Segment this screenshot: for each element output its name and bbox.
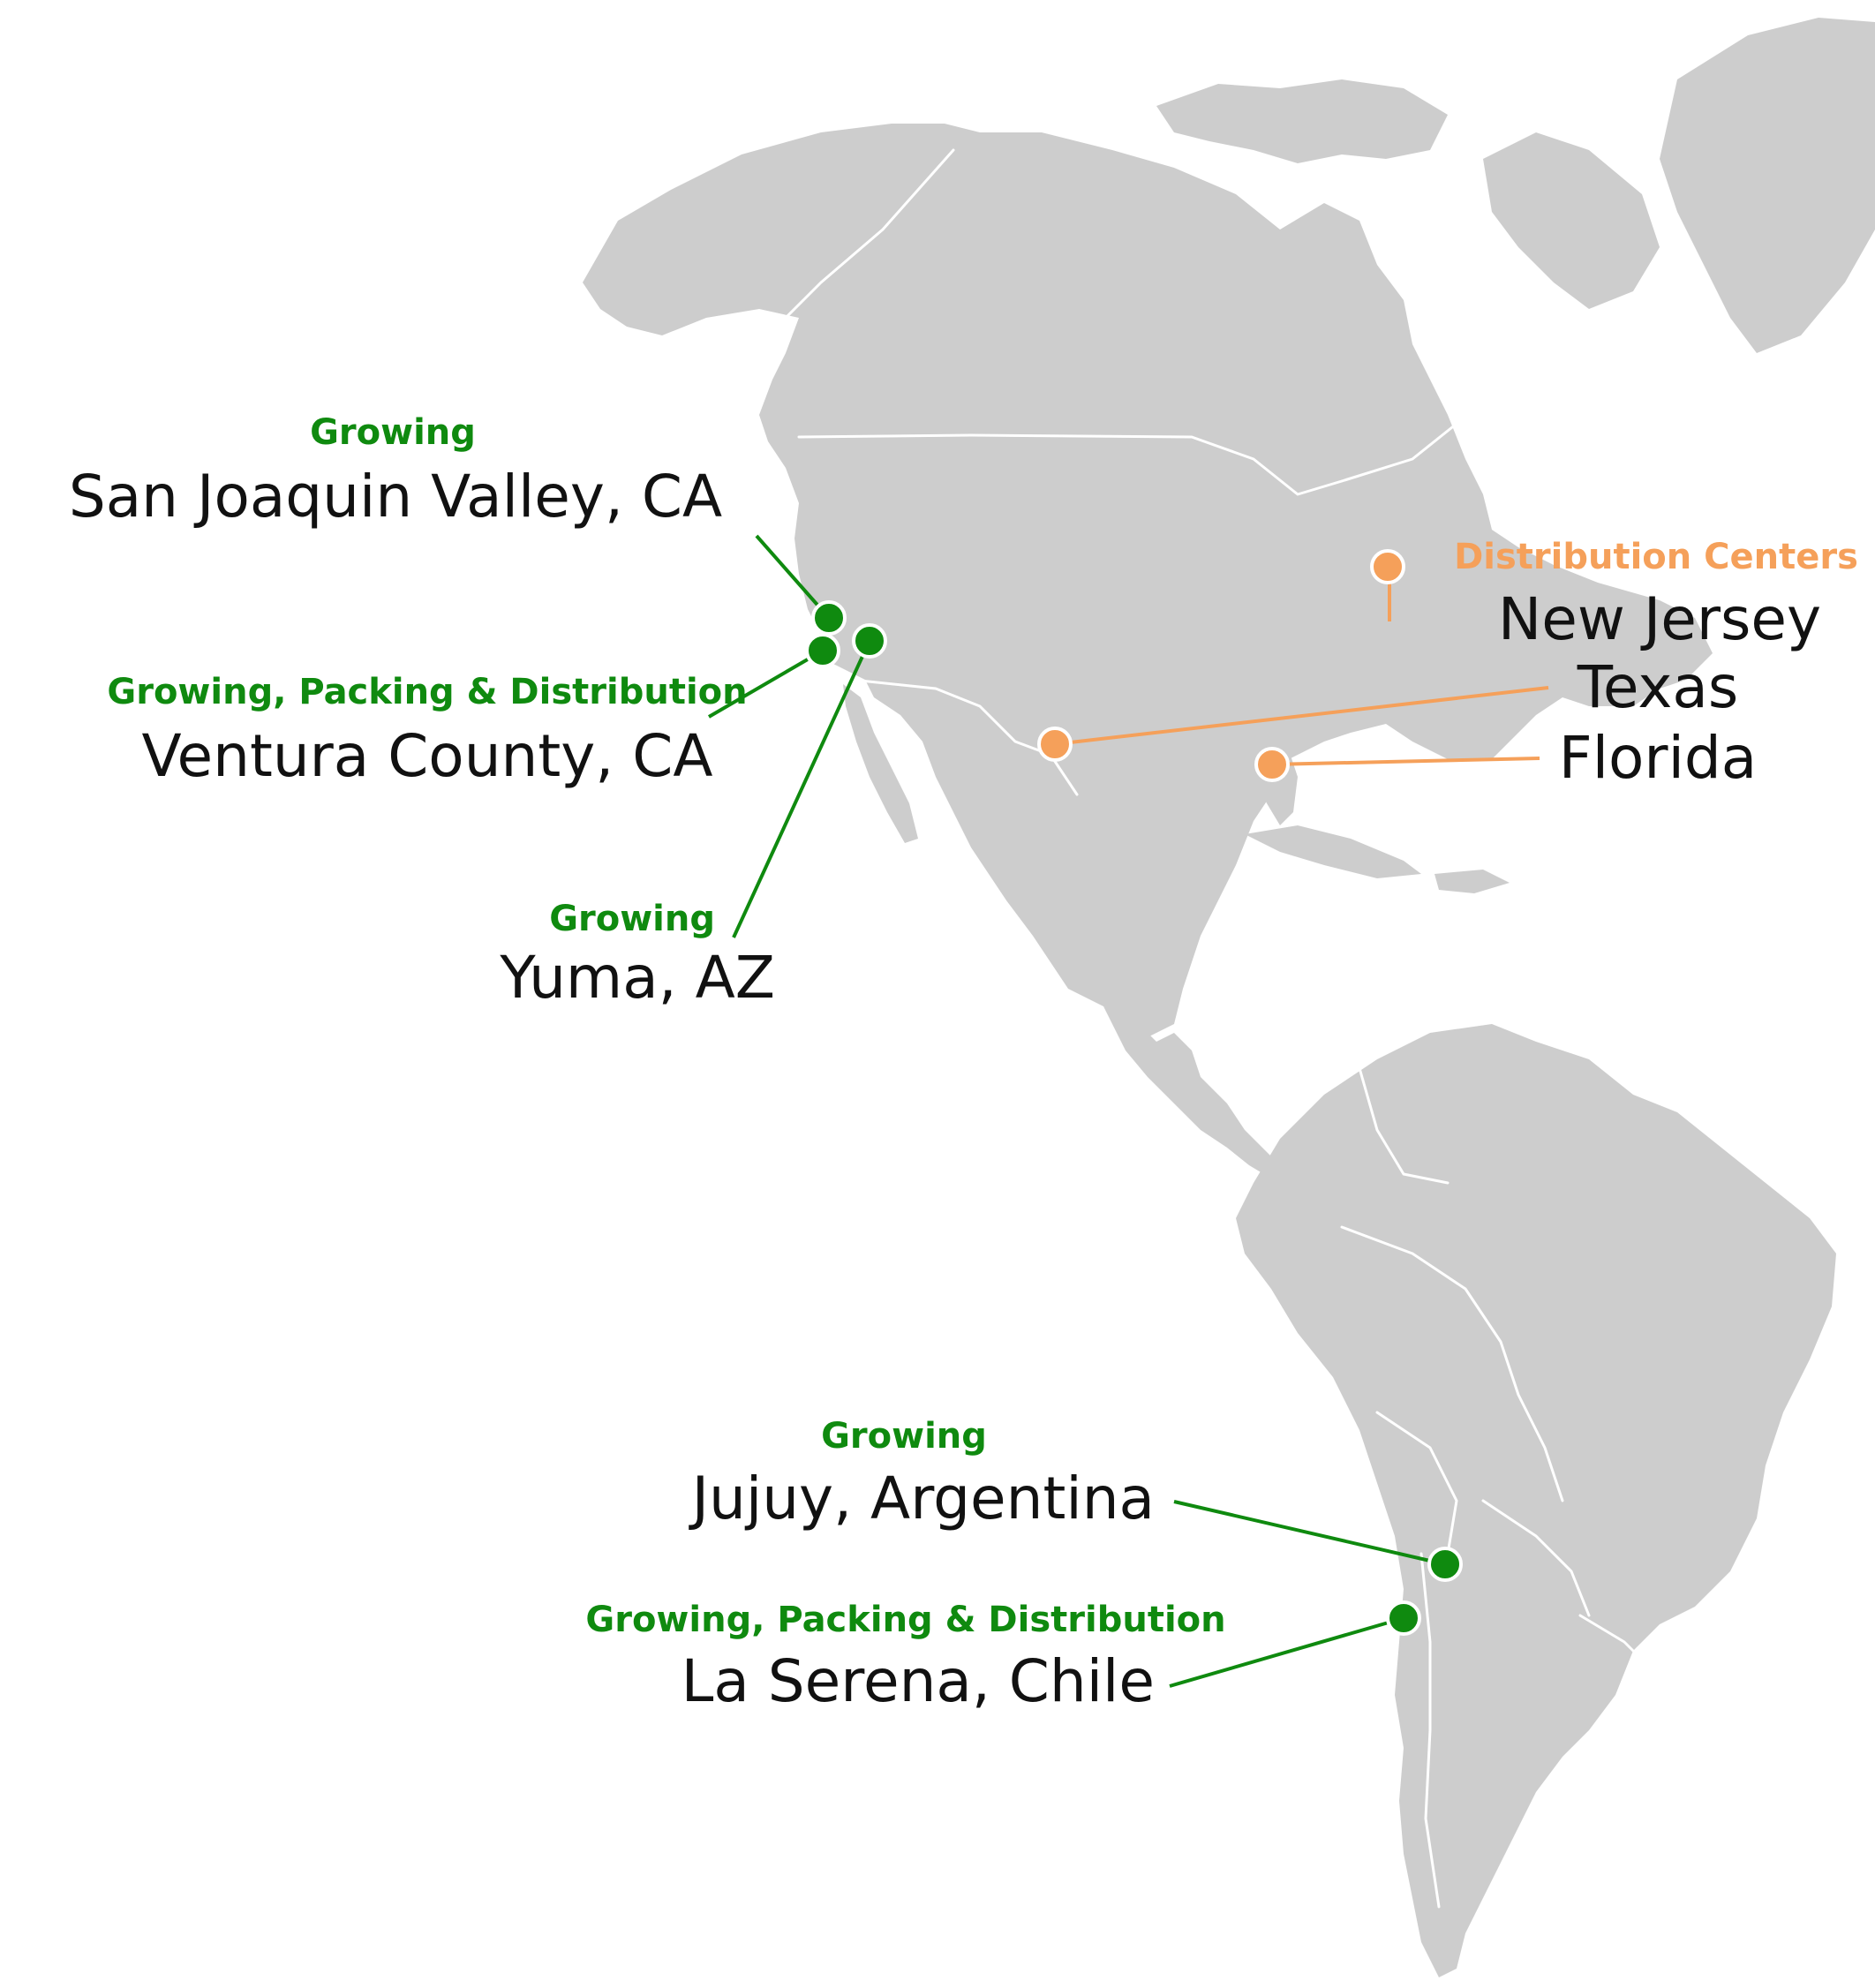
greenland <box>1660 18 1875 353</box>
leader-la-serena <box>1169 1616 1404 1688</box>
colombia-venezuela-border <box>1358 1066 1450 1185</box>
label-place-florida: Florida <box>1559 724 1758 792</box>
hispaniola <box>1434 870 1510 893</box>
marker-yuma[interactable] <box>852 623 887 659</box>
label-place-jujuy: Jujuy, Argentina <box>689 1465 1155 1532</box>
chile-argentina-border <box>1419 1552 1441 1909</box>
label-layer: Growing San Joaquin Valley, CA Growing, … <box>69 412 1858 1715</box>
central-america <box>1103 1006 1280 1178</box>
leader-florida <box>1271 757 1540 766</box>
brazil-west-border <box>1340 1225 1564 1502</box>
leader-texas <box>1054 686 1549 746</box>
leader-san-joaquin <box>755 534 831 620</box>
marker-new-jersey[interactable] <box>1370 549 1405 584</box>
marker-jujuy[interactable] <box>1427 1547 1463 1582</box>
label-place-ventura: Ventura County, CA <box>142 722 713 790</box>
label-place-la-serena: La Serena, Chile <box>681 1647 1155 1715</box>
marker-florida[interactable] <box>1254 747 1290 782</box>
land-layer <box>583 18 1875 1977</box>
label-category-san-joaquin: Growing <box>310 412 476 453</box>
label-place-new-jersey: New Jersey <box>1498 585 1821 653</box>
marker-texas[interactable] <box>1037 727 1073 762</box>
peru-bolivia-border <box>1375 1411 1458 1555</box>
label-category-new-jersey: Distribution Centers <box>1454 537 1858 577</box>
baffin-island <box>1483 132 1660 309</box>
marker-la-serena[interactable] <box>1386 1600 1421 1636</box>
south-america-landmass <box>1236 1024 1836 1977</box>
argentina-paraguay-border <box>1481 1499 1591 1617</box>
cuba <box>1245 825 1421 878</box>
leader-jujuy <box>1173 1500 1446 1566</box>
alaska-canada-border <box>775 148 955 328</box>
north-america-landmass <box>583 124 1713 1037</box>
leader-yuma <box>732 640 871 938</box>
uruguay-border <box>1578 1614 1644 1661</box>
label-place-san-joaquin: San Joaquin Valley, CA <box>69 463 722 531</box>
leader-ventura <box>707 649 825 719</box>
label-category-ventura: Growing, Packing & Distribution <box>107 672 747 712</box>
marker-layer <box>805 549 1463 1636</box>
label-category-la-serena: Growing, Packing & Distribution <box>585 1600 1225 1640</box>
marker-san-joaquin[interactable] <box>811 600 847 636</box>
label-category-jujuy: Growing <box>821 1416 987 1457</box>
us-canada-border <box>797 422 1458 496</box>
label-place-yuma: Yuma, AZ <box>499 944 775 1012</box>
label-category-yuma: Growing <box>549 899 715 939</box>
arctic-islands <box>1156 79 1448 163</box>
baja-california <box>843 684 918 843</box>
label-place-texas: Texas <box>1577 653 1738 721</box>
border-layer <box>775 148 1644 1909</box>
leader-layer <box>707 534 1549 1688</box>
marker-ventura[interactable] <box>805 633 840 668</box>
